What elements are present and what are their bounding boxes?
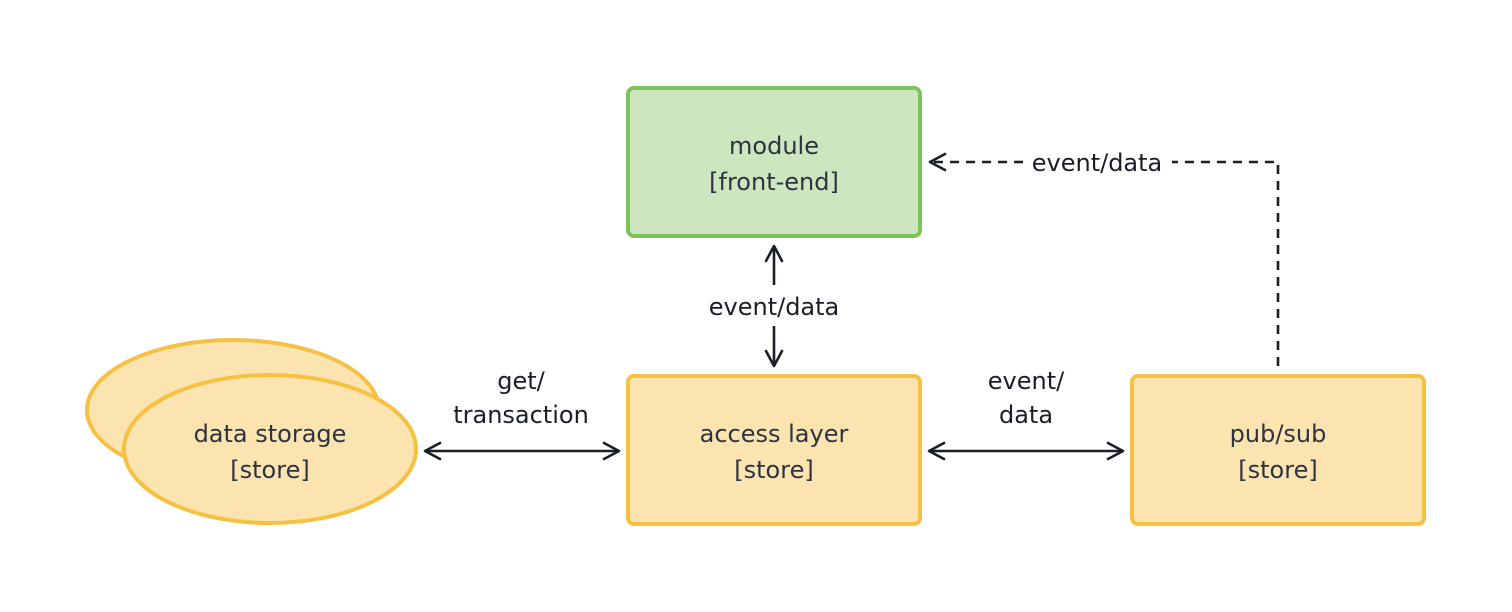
storage-access-label-line1: get/ xyxy=(497,367,545,395)
edge-module-access: event/data xyxy=(709,244,840,368)
module-access-label: event/data xyxy=(709,293,840,321)
pubsub-type: [store] xyxy=(1238,456,1317,484)
access-layer-type: [store] xyxy=(734,456,813,484)
edge-storage-access: get/ transaction xyxy=(423,367,621,461)
module-type: [front-end] xyxy=(709,168,839,196)
access-pubsub-label-line1: event/ xyxy=(988,367,1065,395)
module-box xyxy=(626,86,922,238)
edge-pubsub-module: event/data xyxy=(928,149,1280,366)
access-layer-box xyxy=(626,374,922,526)
pubsub-title: pub/sub xyxy=(1230,420,1327,448)
access-layer-node: access layer [store] xyxy=(626,374,922,526)
data-storage-node: data storage [store] xyxy=(85,338,418,525)
pubsub-node: pub/sub [store] xyxy=(1130,374,1426,526)
edge-access-pubsub: event/ data xyxy=(927,367,1125,461)
data-storage-type: [store] xyxy=(230,456,309,484)
access-pubsub-label-line2: data xyxy=(999,401,1053,429)
pubsub-module-dashed-line xyxy=(1172,160,1280,366)
storage-access-label-line2: transaction xyxy=(453,401,589,429)
data-storage-front-ellipse xyxy=(122,373,418,525)
module-title: module xyxy=(729,132,819,160)
data-storage-title: data storage xyxy=(194,420,347,448)
pubsub-box xyxy=(1130,374,1426,526)
pubsub-module-label: event/data xyxy=(1032,149,1163,177)
access-layer-title: access layer xyxy=(700,420,849,448)
module-node: module [front-end] xyxy=(626,86,922,238)
